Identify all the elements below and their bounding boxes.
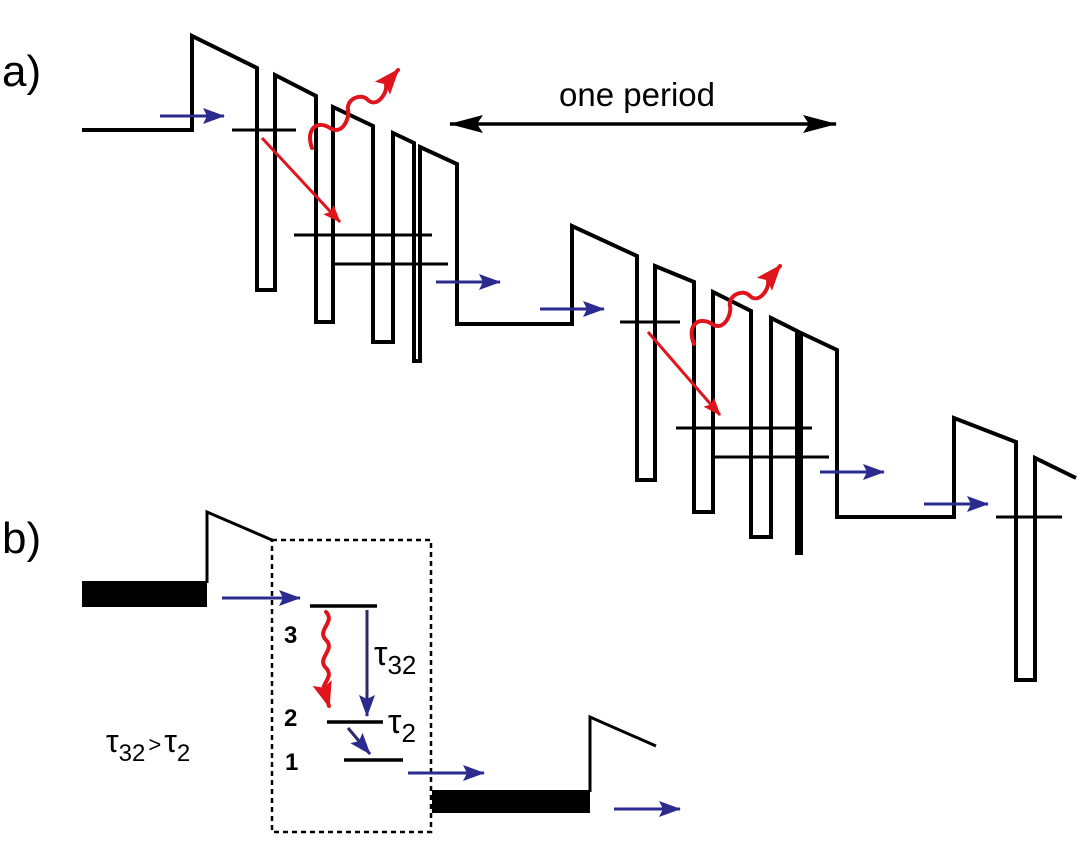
wavy-arrow-icon bbox=[312, 610, 332, 708]
lifetime-relation: τ32>τ2 bbox=[106, 723, 190, 767]
tau32-label: τ32 bbox=[374, 635, 416, 680]
left-contact bbox=[82, 581, 207, 607]
period-label: one period bbox=[559, 76, 715, 113]
tau2-label: τ2 bbox=[388, 703, 416, 748]
panel-b-label: b) bbox=[2, 514, 41, 563]
active-region-box bbox=[270, 538, 433, 834]
level-3-label: 3 bbox=[284, 622, 297, 649]
panel-a-label: a) bbox=[2, 47, 41, 96]
right-contact bbox=[432, 790, 590, 813]
relaxation-arrow-21 bbox=[346, 727, 372, 755]
left-barrier bbox=[205, 509, 273, 583]
arrow-diagonal-icon bbox=[646, 331, 722, 416]
level-1-label: 1 bbox=[285, 749, 298, 776]
wavy-arrow-icon bbox=[308, 68, 400, 150]
conduction-band-profile bbox=[82, 32, 1077, 682]
level-2-label: 2 bbox=[284, 705, 297, 732]
right-barrier bbox=[588, 714, 657, 792]
arrow-diagonal-icon bbox=[260, 136, 342, 224]
wavy-arrow-icon bbox=[689, 264, 782, 346]
